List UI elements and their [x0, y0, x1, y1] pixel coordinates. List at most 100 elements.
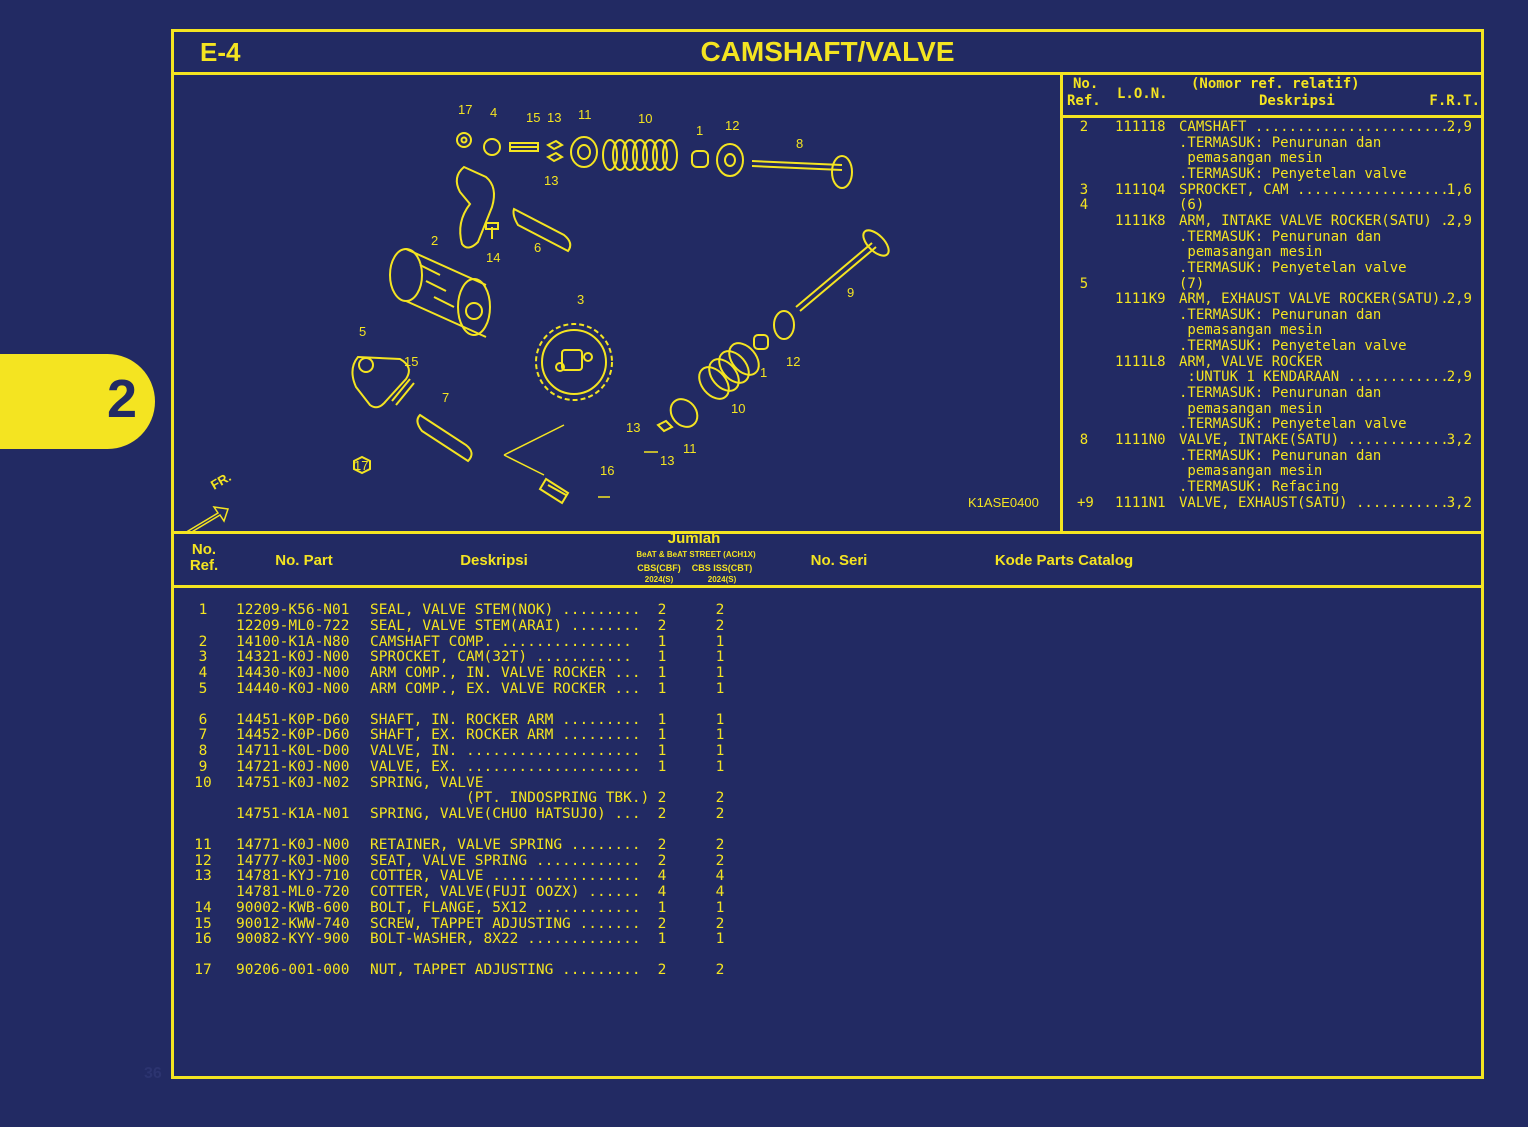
cell-q2: 2 — [715, 806, 725, 822]
ref-row-desc: (7) — [1179, 275, 1205, 292]
ref-row-desc: ARM, INTAKE VALVE ROCKER(SATU) .. — [1179, 212, 1458, 229]
ref-header-lon: L.O.N. — [1117, 86, 1168, 102]
part-sprocket-3 — [535, 323, 613, 401]
cell-q2: 1 — [715, 743, 725, 759]
cell-ref: 17 — [194, 962, 212, 978]
ref-row-frt: 3,2 — [1446, 432, 1472, 448]
callout: 17 — [354, 458, 368, 473]
cell-desc: SHAFT, IN. ROCKER ARM ......... — [370, 711, 641, 728]
cell-desc: SEAL, VALVE STEM(NOK) ......... — [370, 602, 641, 618]
callout: 11 — [683, 441, 697, 456]
part-retainer-11 — [570, 136, 598, 168]
part-bolt-washer-16 — [538, 477, 570, 505]
cell-desc: SPROCKET, CAM(32T) ........... — [370, 649, 632, 666]
callout: 14 — [486, 250, 500, 265]
cell-ref: 4 — [198, 665, 208, 681]
cell-part: 14321-K0J-N00 — [236, 649, 350, 666]
ref-row-lon: 1111N1 — [1115, 494, 1166, 511]
cell-ref: 6 — [198, 711, 208, 728]
part-camshaft-2 — [389, 248, 491, 338]
ref-row-desc: pemasangan mesin — [1179, 244, 1323, 261]
cell-part: 14100-K1A-N80 — [236, 633, 350, 650]
cell-part: 14440-K0J-N00 — [236, 680, 350, 697]
cell-ref: 12 — [194, 852, 212, 869]
cell-q2: 1 — [715, 727, 725, 744]
cell-ref: 11 — [194, 836, 212, 853]
part-seat-12 — [716, 143, 744, 177]
front-arrow-icon — [186, 506, 229, 534]
part-screw-15 — [509, 142, 539, 152]
callout: 13 — [547, 110, 561, 125]
ref-header-ref: Ref. — [1067, 93, 1101, 109]
ref-row-desc: :UNTUK 1 KENDARAAN ............ — [1179, 369, 1449, 386]
ref-row-desc: ARM, EXHAUST VALVE ROCKER(SATU). — [1179, 291, 1449, 308]
cell-q2: 4 — [715, 868, 725, 885]
cell-q2: 1 — [715, 899, 725, 916]
cell-q1: 4 — [657, 884, 667, 900]
th-col1-type: CBS(CBF) — [637, 563, 681, 573]
callout: 3 — [577, 292, 584, 307]
callout: 13 — [544, 173, 558, 188]
page-title: CAMSHAFT/VALVE — [700, 36, 955, 67]
cell-q1: 1 — [657, 633, 667, 650]
part-seal-1b — [753, 334, 769, 350]
chapter-number: 2 — [106, 369, 137, 429]
cell-q2: 1 — [715, 680, 725, 697]
callout: 10 — [638, 111, 652, 126]
ref-header-desc: Deskripsi — [1259, 93, 1335, 109]
ref-panel-header: No. Ref. L.O.N. (Nomor ref. relatif) Des… — [1063, 72, 1484, 118]
cell-q1: 2 — [657, 836, 667, 853]
ref-row-ref: 2 — [1079, 119, 1089, 135]
cell-q1: 2 — [657, 602, 667, 618]
ref-row-desc: .TERMASUK: Penurunan dan — [1179, 228, 1382, 245]
cell-part: 90002-KWB-600 — [236, 899, 350, 916]
cell-part: 14721-K0J-N00 — [236, 758, 350, 775]
exploded-diagram: 17 4 15 13 11 10 1 12 8 13 14 6 2 9 3 5 … — [174, 75, 1060, 534]
ref-row-desc: .TERMASUK: Penyetelan valve — [1179, 416, 1407, 433]
part-shaft-6 — [512, 207, 572, 253]
cell-q2: 2 — [715, 852, 725, 869]
cell-q2: 1 — [715, 633, 725, 650]
ref-row-lon: 1111N0 — [1115, 432, 1166, 448]
cell-desc: SEAL, VALVE STEM(ARAI) ........ — [370, 617, 641, 634]
cell-ref: 14 — [194, 899, 212, 916]
ref-row-desc: .TERMASUK: Penyetelan valve — [1179, 259, 1407, 276]
chapter-tab[interactable]: 2 — [0, 354, 155, 449]
cell-part: 90082-KYY-900 — [236, 931, 350, 948]
cell-ref: 2 — [198, 633, 208, 650]
cell-q1: 2 — [657, 790, 667, 807]
cell-q2: 2 — [715, 602, 725, 618]
cell-q1: 1 — [657, 758, 667, 775]
callout: 5 — [359, 324, 366, 339]
cell-part: 14452-K0P-D60 — [236, 727, 350, 744]
part-seal-1 — [691, 150, 709, 168]
ref-header-relative: (Nomor ref. relatif) — [1191, 76, 1360, 92]
ref-row-frt: 3,2 — [1446, 494, 1472, 511]
cell-q2: 1 — [715, 711, 725, 728]
cell-desc: VALVE, IN. .................... — [370, 743, 641, 759]
callout: 4 — [490, 105, 497, 120]
ref-row-ref: 5 — [1079, 275, 1089, 292]
ref-row-lon: 1111K8 — [1115, 212, 1166, 229]
